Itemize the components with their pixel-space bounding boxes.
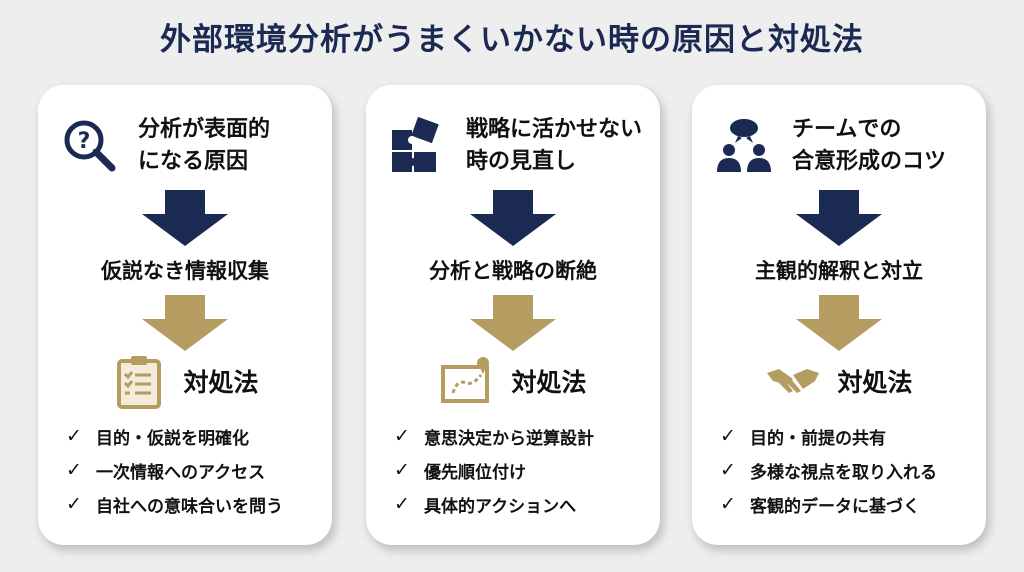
- list-item-text: 多様な視点を取り入れる: [750, 462, 937, 483]
- checkmark-icon: ✓: [66, 493, 82, 515]
- solution-list: ✓ 意思決定から逆算設計 ✓ 優先順位付け ✓ 具体的アクションへ: [394, 419, 652, 521]
- list-item: ✓ 優先順位付け: [394, 453, 652, 487]
- list-item-text: 自社への意味合いを問う: [96, 496, 283, 517]
- solution-list: ✓ 目的・前提の共有 ✓ 多様な視点を取り入れる ✓ 客観的データに基づく: [720, 419, 978, 521]
- list-item: ✓ 意思決定から逆算設計: [394, 419, 652, 453]
- down-arrow-gold-icon: [796, 295, 882, 351]
- solution-heading: 対処法: [366, 353, 660, 409]
- down-arrow-navy-icon: [470, 190, 556, 246]
- solution-label: 対処法: [837, 368, 913, 397]
- list-item-text: 目的・前提の共有: [750, 428, 886, 449]
- solution-heading: 対処法: [692, 353, 986, 409]
- solution-heading: 対処法: [38, 353, 332, 409]
- checkmark-icon: ✓: [394, 425, 410, 447]
- card-header: チームでの 合意形成のコツ: [714, 111, 976, 181]
- list-item: ✓ 一次情報へのアクセス: [66, 453, 324, 487]
- checkmark-icon: ✓: [66, 425, 82, 447]
- card-header: ? 分析が表面的 になる原因: [60, 111, 322, 181]
- solution-label: 対処法: [511, 368, 587, 397]
- card-heading: チームでの 合意形成のコツ: [792, 117, 947, 174]
- checkmark-icon: ✓: [720, 493, 736, 515]
- list-item-text: 意思決定から逆算設計: [424, 428, 594, 449]
- card-2: 戦略に活かせない 時の見直し 分析と戦略の断絶 対処法 ✓意思決定から逆算設計✓…: [366, 85, 660, 545]
- card-heading: 分析が表面的 になる原因: [138, 117, 271, 174]
- checkmark-icon: ✓: [720, 425, 736, 447]
- solution-list: ✓ 目的・仮説を明確化 ✓ 一次情報へのアクセス ✓ 自社への意味合いを問う: [66, 419, 324, 521]
- card-1: ? 分析が表面的 になる原因 仮説なき情報収集 対処法 ✓ 目的・仮説を明確化 ✓ 一…: [38, 85, 332, 545]
- card-header: 戦略に活かせない 時の見直し: [388, 111, 650, 181]
- list-item-text: 一次情報へのアクセス: [96, 462, 266, 483]
- puzzle-icon: [388, 116, 448, 176]
- checkmark-icon: ✓: [66, 459, 82, 481]
- list-item: ✓ 目的・前提の共有: [720, 419, 978, 453]
- checkmark-icon: ✓: [720, 459, 736, 481]
- list-item-text: 優先順位付け: [424, 462, 526, 483]
- team-discussion-icon: [714, 116, 774, 176]
- solution-label: 対処法: [183, 368, 259, 397]
- list-item: ✓ 具体的アクションへ: [394, 487, 652, 521]
- list-item: ✓ 多様な視点を取り入れる: [720, 453, 978, 487]
- card-3: チームでの 合意形成のコツ 主観的解釈と対立 対処法 ✓ 目的・前提の共有 ✓ 多様な…: [692, 85, 986, 545]
- list-item: ✓ 目的・仮説を明確化: [66, 419, 324, 453]
- handshake-icon: [765, 353, 821, 409]
- list-item: ✓ 自社への意味合いを問う: [66, 487, 324, 521]
- page-title: 外部環境分析がうまくいかない時の原因と対処法: [160, 22, 864, 58]
- down-arrow-gold-icon: [142, 295, 228, 351]
- card-heading: 戦略に活かせない 時の見直し: [466, 117, 643, 174]
- down-arrow-navy-icon: [142, 190, 228, 246]
- svg-text:?: ?: [78, 129, 91, 154]
- magnifier-question-icon: ?: [60, 116, 120, 176]
- list-item: ✓ 客観的データに基づく: [720, 487, 978, 521]
- list-item-text: 目的・仮説を明確化: [96, 428, 249, 449]
- down-arrow-gold-icon: [470, 295, 556, 351]
- clipboard-checklist-icon: [111, 353, 167, 409]
- map-route-icon: [439, 353, 495, 409]
- checkmark-icon: ✓: [394, 493, 410, 515]
- down-arrow-navy-icon: [796, 190, 882, 246]
- checkmark-icon: ✓: [394, 459, 410, 481]
- list-item-text: 具体的アクションへ: [424, 496, 577, 517]
- cause-text: 分析と戦略の断絶: [429, 259, 597, 283]
- cause-text: 主観的解釈と対立: [755, 259, 923, 283]
- cause-text: 仮説なき情報収集: [101, 259, 269, 283]
- list-item-text: 客観的データに基づく: [750, 496, 920, 517]
